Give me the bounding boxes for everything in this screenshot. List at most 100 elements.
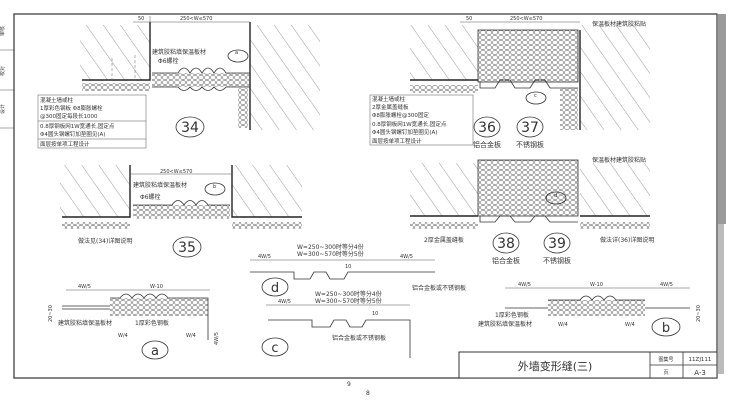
note: 做法见(34)详图说明 <box>78 237 132 245</box>
label-steel: 1厚彩色钢板 <box>495 311 529 319</box>
atlas-number: 11ZJ111 <box>689 357 712 363</box>
stamp-review: 审核 <box>0 26 6 36</box>
detail-number: 39 <box>548 236 566 252</box>
rule-text: W=250~300时等分4份 <box>297 243 364 251</box>
detail-a: 4W/5 W-10 20~30 4W/5 建筑胶粘填保温板材 1厚彩色钢板 W/… <box>48 284 220 360</box>
material-label: 不锈钢板 <box>516 140 544 149</box>
dim-10: 10 <box>372 311 378 317</box>
callout-a <box>227 49 249 63</box>
dim-w4: W/4 <box>558 322 568 328</box>
note-line: 面层按单项工程设计 <box>372 137 422 145</box>
label-bolt: Φ6螺栓 <box>158 57 179 65</box>
callout-d-text: d <box>554 193 557 199</box>
insulation-bellows <box>152 73 250 87</box>
dim-4w5: 4W/5 <box>660 282 673 288</box>
label-insulation: 保温板材建筑胶粘贴 <box>592 20 646 28</box>
dim-gap: 250<W≤570 <box>160 169 192 175</box>
dim-w4: W/4 <box>186 333 196 339</box>
detail-number: 37 <box>521 120 539 136</box>
detail-b: 4W/5 W-10 4W/5 20~30 1厚彩色钢板 建筑胶粘填保温板材 W/… <box>478 282 702 337</box>
detail-label: a <box>151 344 159 359</box>
detail-number: 35 <box>178 240 196 256</box>
note-line: 0.8厚钢板网1W宽通长,固定点 <box>40 122 115 130</box>
note-line: 混凝土墙或柱 <box>40 96 74 104</box>
dim-4w5: 4W/5 <box>518 282 531 288</box>
note-line: 0.8厚钢板网1W宽通长,固定点 <box>372 120 447 128</box>
note-line: 1厚彩色钢板 Φ8膨胀螺栓 <box>40 104 103 112</box>
margin-stamp: 审核 校对 设计 <box>0 26 14 129</box>
scan-edge-lower <box>718 224 724 374</box>
rule-text: W=300~570时等分5份 <box>297 250 364 258</box>
dim-10: 10 <box>345 264 351 270</box>
label-adhesive: 建筑胶粘填保温板材 <box>478 320 532 328</box>
dim-4w5: 4W/5 <box>258 254 271 260</box>
callout-c-text: c <box>534 93 537 99</box>
page-number: A-3 <box>694 369 706 377</box>
label-adhesive: 建筑胶粘填保温板材 <box>58 319 112 327</box>
detail-number: 34 <box>181 120 199 136</box>
dim-50: 50 <box>466 16 472 22</box>
wall-left <box>80 25 150 80</box>
material-label: 铝合金板 <box>473 140 501 149</box>
page-number-small: 9 <box>347 381 351 388</box>
dim-w4: W/4 <box>118 333 128 339</box>
cover-plate <box>479 79 578 89</box>
dim-gap: 250<W≤570 <box>510 16 542 22</box>
callout-a-text: a <box>235 50 238 56</box>
dim-gap: 250<W≤570 <box>180 16 212 22</box>
detail-38-39: 保温板材建筑胶粘贴 d 2厚金属盖缝板 做法详(36)详图说明 38 39 铝合… <box>410 156 654 265</box>
dim-20-30: 20~30 <box>48 305 54 322</box>
material-label: 铝合金板或不锈钢板 <box>412 284 466 292</box>
label-bolt: Φ6螺栓 <box>140 193 161 201</box>
dim-4w5: 4W/5 <box>400 254 413 260</box>
note-line: Φ4圆头钢螺钉加垫圈见(A) <box>372 128 437 136</box>
dim-4w5: 4W/5 <box>78 284 91 290</box>
detail-number: 36 <box>478 120 496 136</box>
detail-c: 4W/5 W=250~300时等分4份 W=300~570时等分5份 10 铝合… <box>261 290 411 358</box>
material-label: 不锈钢板 <box>543 256 571 265</box>
detail-number: 38 <box>497 236 515 252</box>
insulation-bellows <box>133 205 230 219</box>
sheet-title: 外墙变形缝(三) <box>518 359 593 373</box>
detail-label: c <box>271 341 278 356</box>
detail-d: 4W/5 4W/5 W=250~300时等分4份 W=300~570时等分5份 … <box>250 243 466 297</box>
note-line: 面层按单项工程设计 <box>40 140 90 148</box>
dim-4w5: 4W/5 <box>278 299 291 305</box>
scan-edge <box>718 14 726 224</box>
sheet-border <box>13 13 718 379</box>
label-adhesive: 建筑胶粘填保温板材 <box>133 181 187 189</box>
dim-w-10: W-10 <box>150 284 163 290</box>
note-line: 混凝土墙或柱 <box>372 95 406 103</box>
label-insulation: 保温板材建筑胶粘贴 <box>592 156 646 164</box>
insulation-block <box>477 29 579 83</box>
detail-label: d <box>271 281 279 296</box>
label-cover: 2厚金属盖缝板 <box>424 236 464 244</box>
title-block: 外墙变形缝(三) 图集号 11ZJ111 页 A-3 <box>458 351 718 379</box>
material-label: 铝合金板或不锈钢板 <box>332 334 386 342</box>
dim-50: 50 <box>138 16 144 22</box>
page-number-footer: 8 <box>366 390 370 397</box>
rule-text: W=250~300时等分4份 <box>315 290 382 298</box>
note-line: 2厚金属盖缝板 <box>372 103 409 111</box>
detail-number-circle <box>175 116 205 138</box>
detail-label: b <box>662 321 670 336</box>
material-label: 铝合金板 <box>492 256 520 265</box>
label-adhesive: 建筑胶粘填保温板材 <box>152 48 206 56</box>
stamp-check: 校对 <box>0 66 6 76</box>
atlas-label: 图集号 <box>658 356 673 363</box>
insulation-block <box>477 159 579 217</box>
note-line: Φ8膨胀螺栓@300固定 <box>372 111 429 119</box>
dim-4w5: 4W/5 <box>214 332 220 345</box>
wall-right <box>250 25 320 130</box>
note: 做法详(36)详图说明 <box>600 236 654 244</box>
dim-w-10: W-10 <box>590 282 603 288</box>
detail-34: 50 250<W≤570 建筑胶粘填保温板材 Φ6螺栓 a 34 混凝土墙或柱 … <box>37 16 320 149</box>
callout-b-text: b <box>213 184 216 190</box>
dim-w4: W/4 <box>625 322 635 328</box>
note-line: @300固定每段长1000 <box>40 112 98 120</box>
label-steel: 1厚彩色钢板 <box>135 319 169 327</box>
page-label: 页 <box>663 370 668 376</box>
callout-c <box>525 91 547 105</box>
detail-36-37: 50 250<W≤570 保温板材建筑胶粘贴 c 36 37 铝合金板 不锈钢板… <box>369 16 650 149</box>
